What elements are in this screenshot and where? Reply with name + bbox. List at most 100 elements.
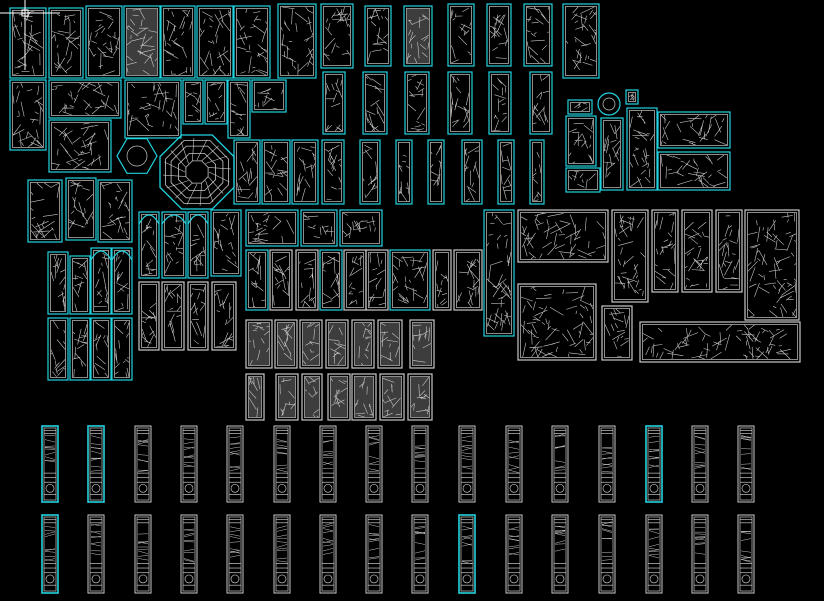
carving-panel[interactable] [124, 79, 182, 139]
carving-panel[interactable] [600, 117, 624, 191]
carving-panel[interactable] [187, 211, 209, 279]
lattice-strip[interactable] [273, 425, 291, 503]
carving-panel[interactable] [497, 139, 515, 205]
carving-panel[interactable] [48, 79, 122, 119]
carving-panel[interactable] [625, 89, 639, 105]
carving-panel[interactable] [389, 249, 431, 311]
lattice-strip[interactable] [87, 425, 105, 503]
carving-panel[interactable] [327, 373, 351, 421]
carving-panel[interactable] [364, 5, 392, 67]
carving-panel[interactable] [365, 249, 389, 311]
carving-panel[interactable] [359, 139, 381, 205]
carving-panel[interactable] [379, 373, 405, 421]
carving-panel[interactable] [320, 3, 354, 69]
octagon-medallion[interactable] [159, 134, 235, 210]
lattice-strip[interactable] [551, 425, 569, 503]
lattice-strip[interactable] [134, 514, 152, 594]
lattice-strip[interactable] [411, 425, 429, 503]
carving-panel[interactable] [245, 373, 265, 421]
carving-panel[interactable] [123, 5, 161, 79]
lattice-strip[interactable] [458, 425, 476, 503]
carving-panel[interactable] [48, 7, 84, 79]
carving-panel[interactable] [275, 373, 299, 421]
lattice-strip[interactable] [505, 514, 523, 594]
lattice-strip[interactable] [41, 514, 59, 594]
carving-panel[interactable] [427, 139, 445, 205]
round-medallion[interactable] [597, 92, 621, 116]
carving-panel[interactable] [529, 139, 545, 205]
carving-panel[interactable] [97, 179, 133, 243]
carving-panel[interactable] [403, 5, 433, 67]
carving-panel[interactable] [111, 317, 133, 381]
carving-panel[interactable] [245, 319, 273, 369]
carving-panel[interactable] [744, 209, 800, 321]
lattice-strip[interactable] [365, 425, 383, 503]
carving-panel[interactable] [322, 71, 346, 135]
carving-panel[interactable] [161, 281, 185, 351]
carving-panel[interactable] [321, 139, 345, 205]
carving-panel[interactable] [65, 177, 97, 241]
carving-panel[interactable] [210, 209, 242, 277]
carving-panel[interactable] [160, 5, 196, 79]
carving-panel[interactable] [715, 209, 743, 293]
carving-panel[interactable] [657, 111, 731, 149]
lattice-strip[interactable] [737, 514, 755, 594]
carving-panel[interactable] [138, 281, 160, 351]
carving-panel[interactable] [377, 319, 403, 369]
lattice-strip[interactable] [319, 514, 337, 594]
carving-panel[interactable] [409, 319, 435, 369]
carving-panel[interactable] [453, 249, 483, 311]
carving-panel[interactable] [269, 249, 293, 311]
carving-panel[interactable] [161, 211, 187, 279]
lattice-strip[interactable] [226, 425, 244, 503]
carving-panel[interactable] [395, 139, 413, 205]
lattice-strip[interactable] [411, 514, 429, 594]
lattice-strip[interactable] [319, 425, 337, 503]
carving-panel[interactable] [204, 79, 228, 125]
carving-panel[interactable] [351, 373, 377, 421]
carving-panel[interactable] [9, 7, 47, 79]
lattice-strip[interactable] [691, 514, 709, 594]
carving-panel[interactable] [486, 3, 512, 67]
carving-panel[interactable] [47, 317, 69, 381]
carving-panel[interactable] [517, 209, 609, 263]
carving-panel[interactable] [681, 209, 713, 293]
carving-panel[interactable] [27, 179, 63, 243]
carving-panel[interactable] [343, 249, 367, 311]
carving-panel[interactable] [47, 251, 69, 315]
carving-panel[interactable] [196, 5, 234, 79]
carving-panel[interactable] [319, 249, 343, 311]
lattice-strip[interactable] [645, 514, 663, 594]
lattice-strip[interactable] [505, 425, 523, 503]
lattice-strip[interactable] [458, 514, 476, 594]
carving-panel[interactable] [325, 319, 349, 369]
lattice-strip[interactable] [551, 514, 569, 594]
carving-panel[interactable] [211, 281, 237, 351]
carving-panel[interactable] [300, 209, 338, 247]
carving-panel[interactable] [69, 255, 91, 315]
carving-panel[interactable] [187, 281, 209, 351]
carving-panel[interactable] [461, 139, 483, 205]
carving-panel[interactable] [233, 139, 261, 205]
carving-panel[interactable] [182, 79, 204, 125]
carving-panel[interactable] [291, 139, 319, 205]
carving-panel[interactable] [227, 79, 251, 139]
carving-panel[interactable] [274, 319, 298, 369]
carving-panel[interactable] [251, 79, 287, 113]
carving-panel[interactable] [85, 5, 123, 79]
carving-panel[interactable] [447, 71, 473, 135]
carving-panel[interactable] [90, 247, 112, 315]
lattice-strip[interactable] [365, 514, 383, 594]
lattice-strip[interactable] [645, 425, 663, 503]
carving-panel[interactable] [565, 167, 601, 193]
lattice-strip[interactable] [87, 514, 105, 594]
carving-panel[interactable] [245, 209, 299, 247]
carving-panel[interactable] [9, 79, 47, 151]
carving-panel[interactable] [523, 3, 553, 67]
carving-panel[interactable] [562, 3, 600, 79]
lattice-strip[interactable] [273, 514, 291, 594]
carving-panel[interactable] [299, 319, 323, 369]
carving-panel[interactable] [657, 151, 731, 191]
carving-panel[interactable] [529, 71, 553, 135]
